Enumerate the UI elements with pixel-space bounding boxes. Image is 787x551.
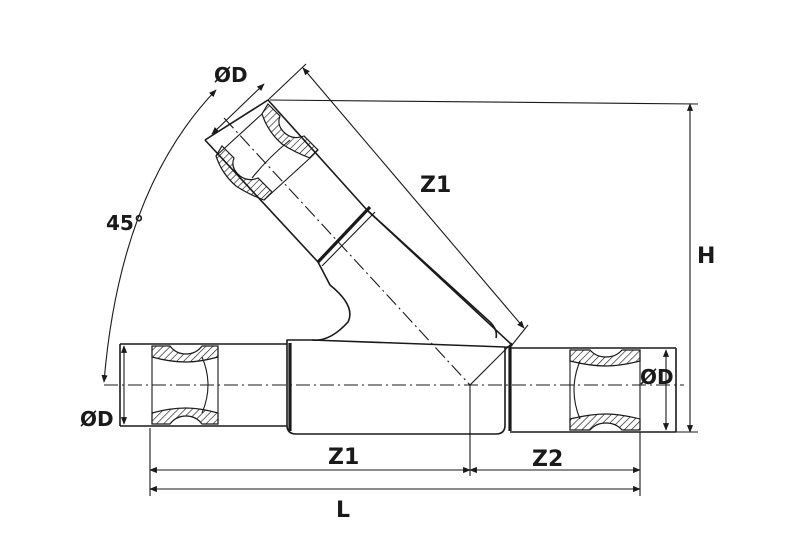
label-angle: 45° xyxy=(106,211,144,235)
label-z1-branch: Z1 xyxy=(420,173,451,198)
label-z2-bottom: Z2 xyxy=(532,447,563,472)
right-pipe xyxy=(510,347,677,433)
label-l: L xyxy=(336,498,350,523)
label-h: H xyxy=(697,244,715,269)
center-lines xyxy=(104,117,684,386)
main-run-body xyxy=(286,339,512,435)
branch-body xyxy=(204,99,513,349)
label-z1-bottom: Z1 xyxy=(328,445,359,470)
branch-pipe xyxy=(215,103,319,201)
dim-z1-branch xyxy=(267,63,529,346)
dim-angle-45 xyxy=(101,89,217,383)
dim-od-top xyxy=(211,83,265,135)
label-od-right: ØD xyxy=(640,365,674,389)
label-od-left: ØD xyxy=(80,407,114,431)
label-od-top: ØD xyxy=(214,63,248,87)
dim-z1-z2-bottom xyxy=(149,428,641,496)
dim-h xyxy=(269,99,699,433)
